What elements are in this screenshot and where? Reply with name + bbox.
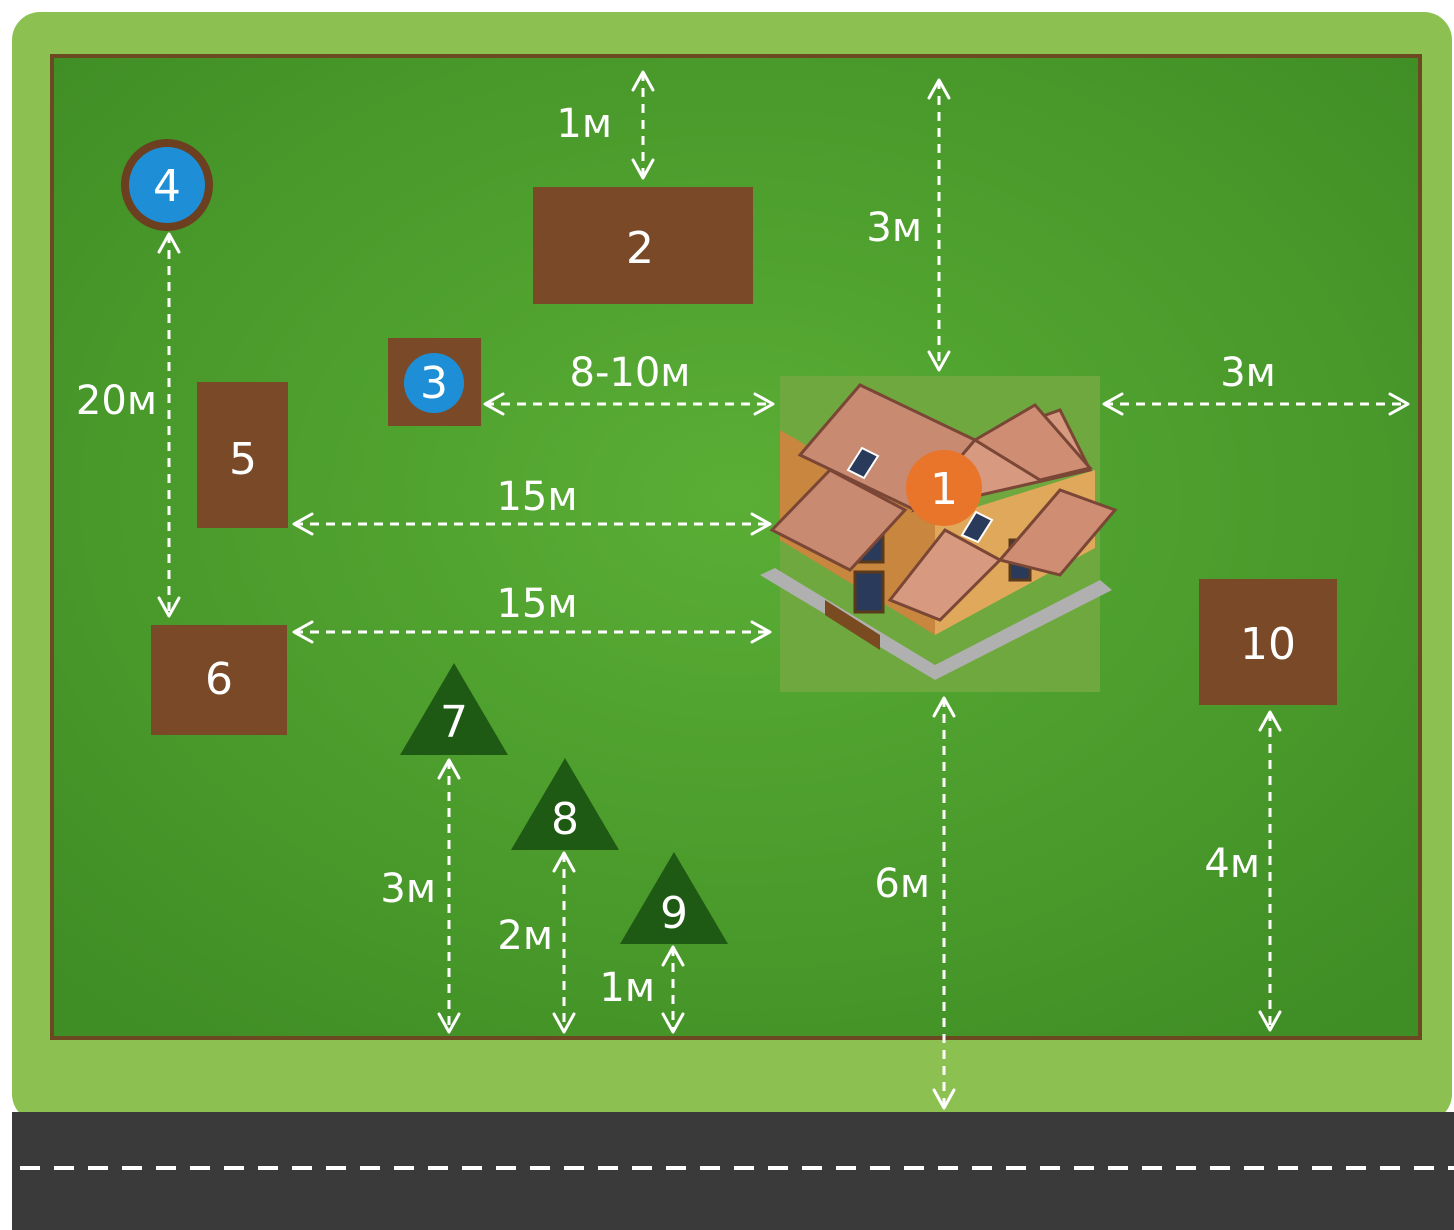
garden-bed-10-label: 10 [1240,619,1296,670]
garden-bed-5 [197,382,288,528]
distance-label: 2м [497,913,553,959]
road [12,1112,1454,1230]
house: 1 [760,376,1118,692]
garden-bed-2-label: 2 [626,223,654,274]
house-roof [997,488,1118,577]
distance-label: 3м [380,866,436,912]
distance-label: 8-10м [570,350,691,396]
distance-label: 15м [496,474,577,520]
tree-7-label: 7 [440,697,468,748]
garden-bed-2 [533,187,753,304]
well-3-label: 3 [420,358,448,409]
distance-label: 3м [866,205,922,251]
distance-label: 15м [496,581,577,627]
house-roof [972,403,1093,482]
distance-label: 1м [599,965,655,1011]
house-skylight [960,510,994,544]
tree-8 [511,758,619,850]
distance-label: 3м [1220,350,1276,396]
tree-7 [400,663,508,755]
garden-bed-5-label: 5 [229,434,257,485]
house-skylight [846,446,880,480]
house-number: 1 [930,464,958,515]
tree-9 [620,852,728,944]
house-marker [906,450,982,526]
tree-8-label: 8 [551,794,579,845]
house-roof [769,468,908,572]
well-4-label: 4 [153,161,181,212]
house-window [853,570,885,614]
distance-arrows [157,70,1410,1110]
distance-label: 6м [874,861,930,907]
house-porch [825,600,880,650]
distance-label: 20м [76,378,157,424]
distance-label: 1м [556,101,612,147]
garden-bed-10 [1199,579,1337,705]
distance-label: 4м [1204,841,1260,887]
well-3-water [404,353,464,413]
garden-bed-6-label: 6 [205,654,233,705]
garden-bed-6 [151,625,287,735]
tree-9-label: 9 [660,888,688,939]
well-4-water [129,147,205,223]
house-base-shadow [760,568,1112,680]
